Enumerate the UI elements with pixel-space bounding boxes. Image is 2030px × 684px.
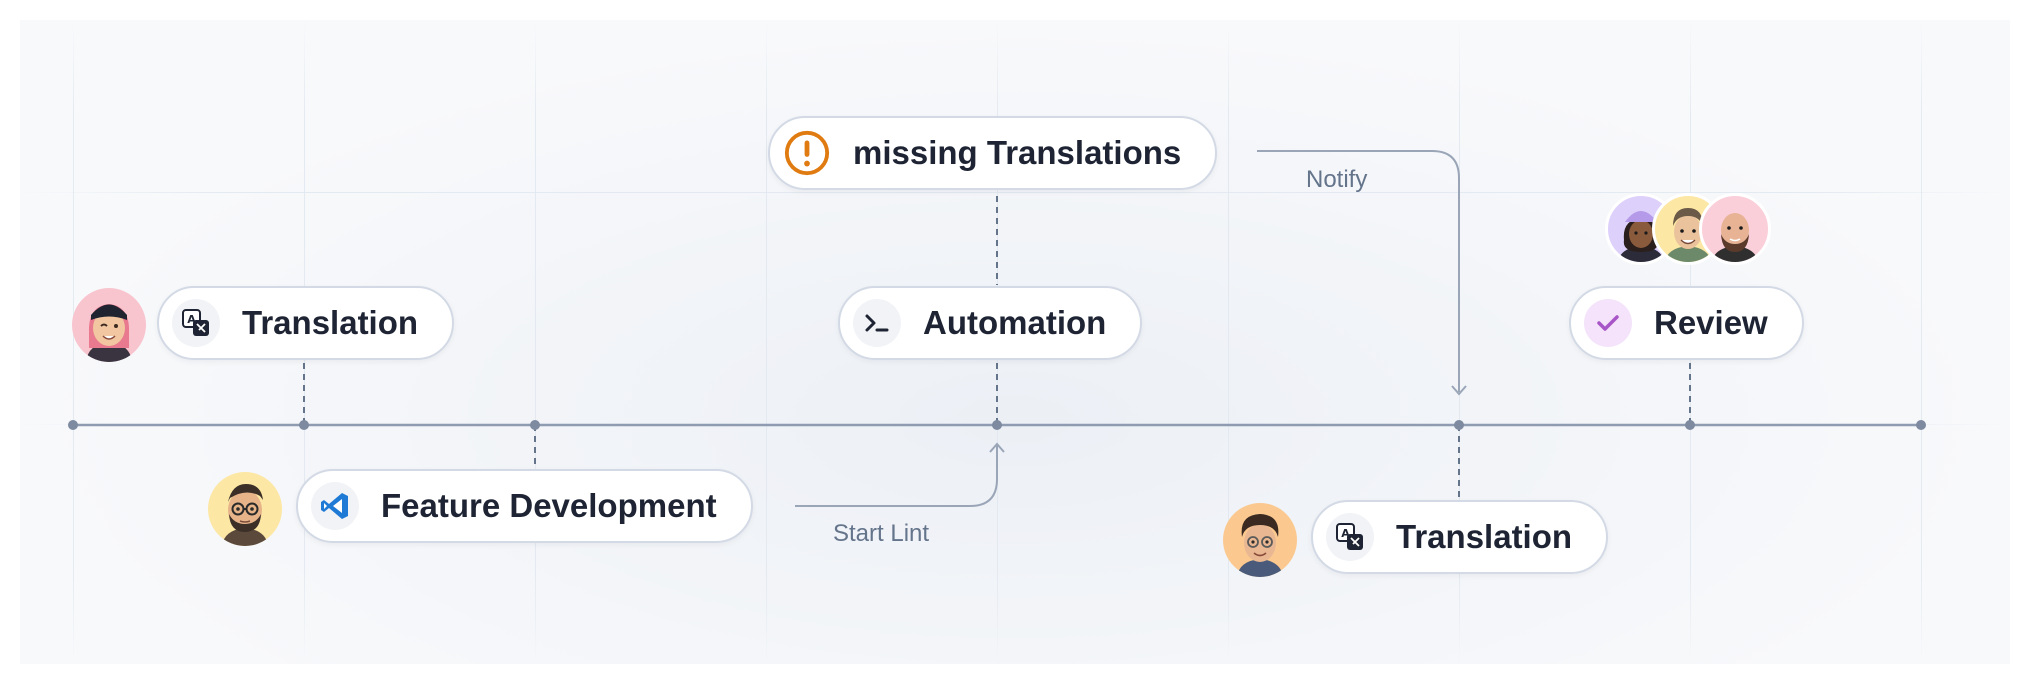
timeline-point xyxy=(68,420,78,430)
vscode-icon xyxy=(311,482,359,530)
arrow-notify xyxy=(1451,385,1467,396)
avatar xyxy=(1223,503,1297,577)
node-review[interactable]: Review xyxy=(1569,286,1804,360)
timeline-point xyxy=(530,420,540,430)
node-label: missing Translations xyxy=(853,134,1182,171)
avatar xyxy=(1652,193,1724,265)
translate-icon: A xyxy=(1326,513,1374,561)
translate-icon: A xyxy=(172,299,220,347)
timeline-point xyxy=(1916,420,1926,430)
edge-start-lint xyxy=(795,445,998,507)
check-icon xyxy=(1584,299,1632,347)
diagram-canvas: Start Lint Notify A Translation xyxy=(20,20,2010,664)
terminal-icon xyxy=(853,299,901,347)
grid-line xyxy=(766,20,767,664)
node-label: Translation xyxy=(242,304,419,341)
node-translation[interactable]: A Translation xyxy=(157,286,455,360)
arrow-start-lint xyxy=(989,442,1005,453)
node-automation[interactable]: Automation xyxy=(838,286,1143,360)
node-missing-translations[interactable]: missing Translations xyxy=(768,116,1218,190)
edge-label-notify: Notify xyxy=(1306,166,1368,193)
edge-notify xyxy=(1257,150,1460,392)
node-translation[interactable]: A Translation xyxy=(1311,500,1609,574)
grid-line xyxy=(73,20,74,664)
grid-line xyxy=(1921,20,1922,664)
timeline-point xyxy=(299,420,309,430)
node-label: Automation xyxy=(923,304,1107,341)
avatar xyxy=(1699,193,1771,265)
grid-line xyxy=(535,20,536,664)
node-label: Review xyxy=(1654,304,1768,341)
edge-label-start-lint: Start Lint xyxy=(833,520,930,547)
grid-line xyxy=(20,192,2010,193)
timeline-point xyxy=(992,420,1002,430)
avatar xyxy=(72,288,146,362)
svg-text:A: A xyxy=(187,313,196,326)
avatar xyxy=(208,472,282,546)
node-label: Feature Development xyxy=(381,487,717,524)
timeline-point xyxy=(1685,420,1695,430)
node-label: Translation xyxy=(1396,518,1573,555)
timeline-point xyxy=(1454,420,1464,430)
node-feature-development[interactable]: Feature Development xyxy=(296,469,753,543)
grid-line xyxy=(1228,20,1229,664)
connectors xyxy=(68,150,1926,507)
svg-text:A: A xyxy=(1341,527,1350,540)
exclamation-circle-icon xyxy=(783,129,831,177)
